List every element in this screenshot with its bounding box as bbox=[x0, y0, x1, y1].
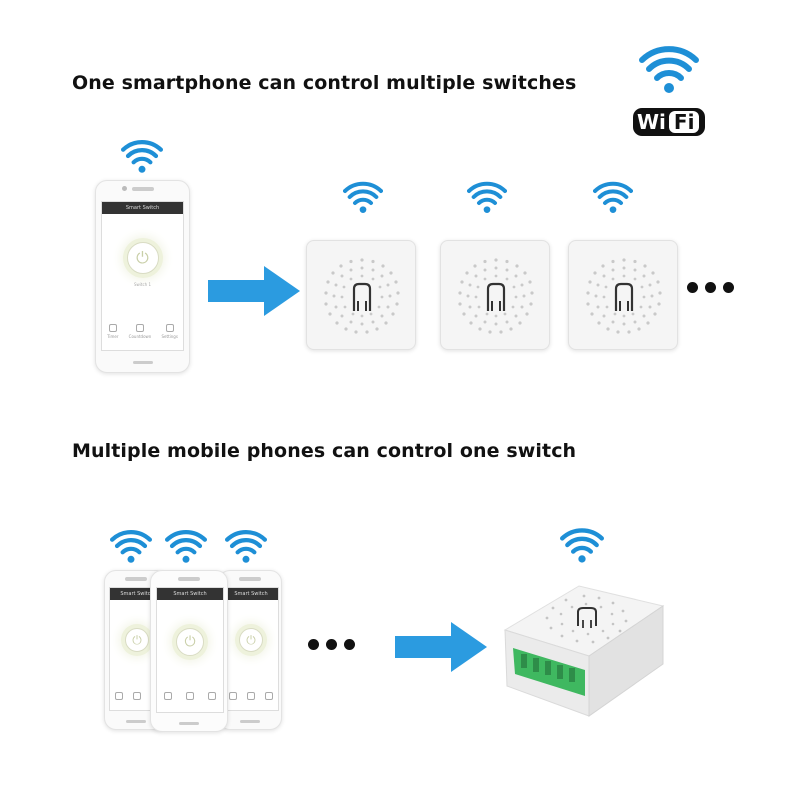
power-button[interactable]: ⏻ bbox=[176, 628, 204, 656]
heading-one-phone-many-switches: One smartphone can control multiple swit… bbox=[72, 72, 577, 94]
wifi-signal-icon bbox=[165, 530, 207, 563]
app-title: Smart Switch bbox=[102, 202, 183, 214]
switch-face-icon bbox=[458, 258, 534, 334]
wifi-icon bbox=[639, 46, 699, 93]
wifi-signal-icon bbox=[110, 530, 152, 563]
wifi-signal-icon bbox=[121, 140, 163, 173]
power-label: Switch 1 bbox=[133, 282, 152, 287]
settings-icon[interactable]: Settings bbox=[162, 324, 178, 339]
arrow-right-icon bbox=[208, 266, 300, 316]
app-title: Smart Switch bbox=[224, 588, 278, 600]
heading-many-phones-one-switch: Multiple mobile phones can control one s… bbox=[72, 440, 577, 462]
smartphone-right: Smart Switch ⏻ bbox=[218, 570, 282, 730]
power-button[interactable]: ⏻ bbox=[125, 628, 149, 652]
countdown-icon[interactable]: Countdown bbox=[129, 324, 151, 339]
app-toolbar: Timer Countdown Settings bbox=[102, 324, 183, 339]
wifi-signal-icon bbox=[467, 181, 507, 213]
more-switches-ellipsis bbox=[687, 282, 734, 293]
smartphone: Smart Switch ⏻ Switch 1 Timer Countdown … bbox=[95, 180, 190, 373]
smart-switch-2 bbox=[440, 240, 550, 350]
wifi-signal-icon bbox=[225, 530, 267, 563]
wifi-signal-icon bbox=[343, 181, 383, 213]
more-phones-ellipsis bbox=[308, 639, 355, 650]
arrow-right-icon bbox=[395, 622, 487, 672]
power-button[interactable]: ⏻ bbox=[126, 242, 159, 274]
smart-switch-1 bbox=[306, 240, 416, 350]
switch-face-icon bbox=[586, 258, 662, 334]
wifi-logo-right: Fi bbox=[668, 111, 700, 133]
switch-face-icon bbox=[324, 258, 400, 334]
app-title: Smart Switch bbox=[157, 588, 223, 600]
wifi-signal-icon bbox=[560, 528, 604, 563]
wifi-logo-left: Wi bbox=[637, 110, 666, 134]
wifi-signal-icon bbox=[593, 181, 633, 213]
power-button[interactable]: ⏻ bbox=[239, 628, 263, 652]
smart-switch-3 bbox=[568, 240, 678, 350]
timer-icon[interactable]: Timer bbox=[107, 324, 119, 339]
wifi-logo: Wi Fi bbox=[633, 108, 705, 136]
smartphone-middle: Smart Switch ⏻ bbox=[150, 570, 228, 732]
smart-switch-module bbox=[503, 585, 665, 717]
